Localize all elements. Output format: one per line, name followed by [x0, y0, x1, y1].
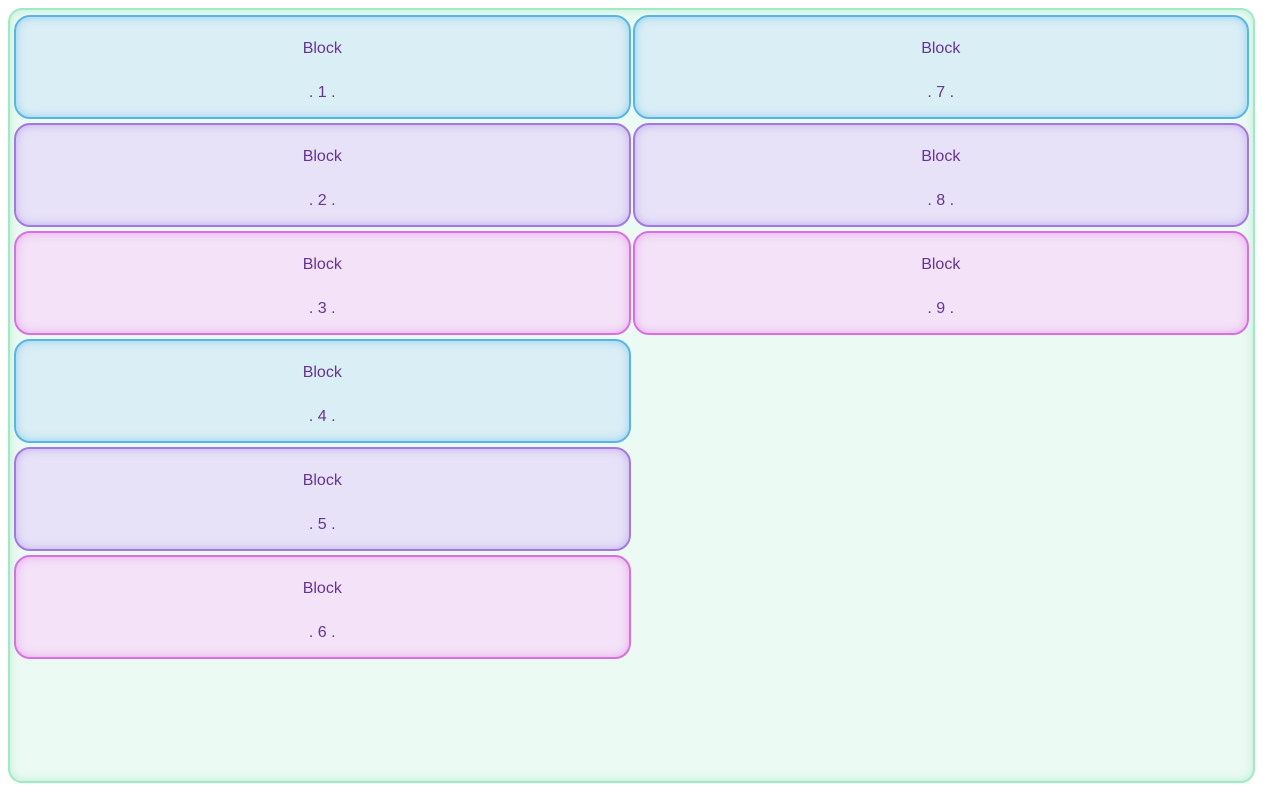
block-8-number: . 8 .: [927, 192, 955, 209]
block-2-number: . 2 .: [308, 192, 336, 209]
block-3-number: . 3 .: [308, 300, 336, 317]
block-3: Block . 3 .: [14, 231, 631, 335]
block-1: Block . 1 .: [14, 15, 631, 119]
block-9: Block . 9 .: [632, 231, 1249, 335]
block-5-label: Block: [302, 472, 342, 489]
block-7-label: Block: [921, 40, 961, 57]
block-2-label: Block: [302, 148, 342, 165]
block-6-number: . 6 .: [308, 624, 336, 641]
block-1-label: Block: [302, 40, 342, 57]
blocks-grid: Block . 1 . Block . 2 . Block . 3 . Bloc…: [13, 13, 1250, 661]
block-4-number: . 4 .: [308, 408, 336, 425]
block-2: Block . 2 .: [14, 123, 631, 227]
block-6: Block . 6 .: [14, 555, 631, 659]
block-9-label: Block: [921, 256, 961, 273]
block-7-number: . 7 .: [927, 84, 955, 101]
column-left: Block . 1 . Block . 2 . Block . 3 . Bloc…: [13, 13, 632, 661]
block-9-number: . 9 .: [927, 300, 955, 317]
column-right: Block . 7 . Block . 8 . Block . 9 .: [632, 13, 1251, 337]
block-3-label: Block: [302, 256, 342, 273]
block-5: Block . 5 .: [14, 447, 631, 551]
block-8: Block . 8 .: [632, 123, 1249, 227]
blocks-container: Block . 1 . Block . 2 . Block . 3 . Bloc…: [8, 8, 1255, 783]
block-4-label: Block: [302, 364, 342, 381]
block-1-number: . 1 .: [308, 84, 336, 101]
block-7: Block . 7 .: [632, 15, 1249, 119]
block-8-label: Block: [921, 148, 961, 165]
block-4: Block . 4 .: [14, 339, 631, 443]
block-6-label: Block: [302, 580, 342, 597]
block-5-number: . 5 .: [308, 516, 336, 533]
